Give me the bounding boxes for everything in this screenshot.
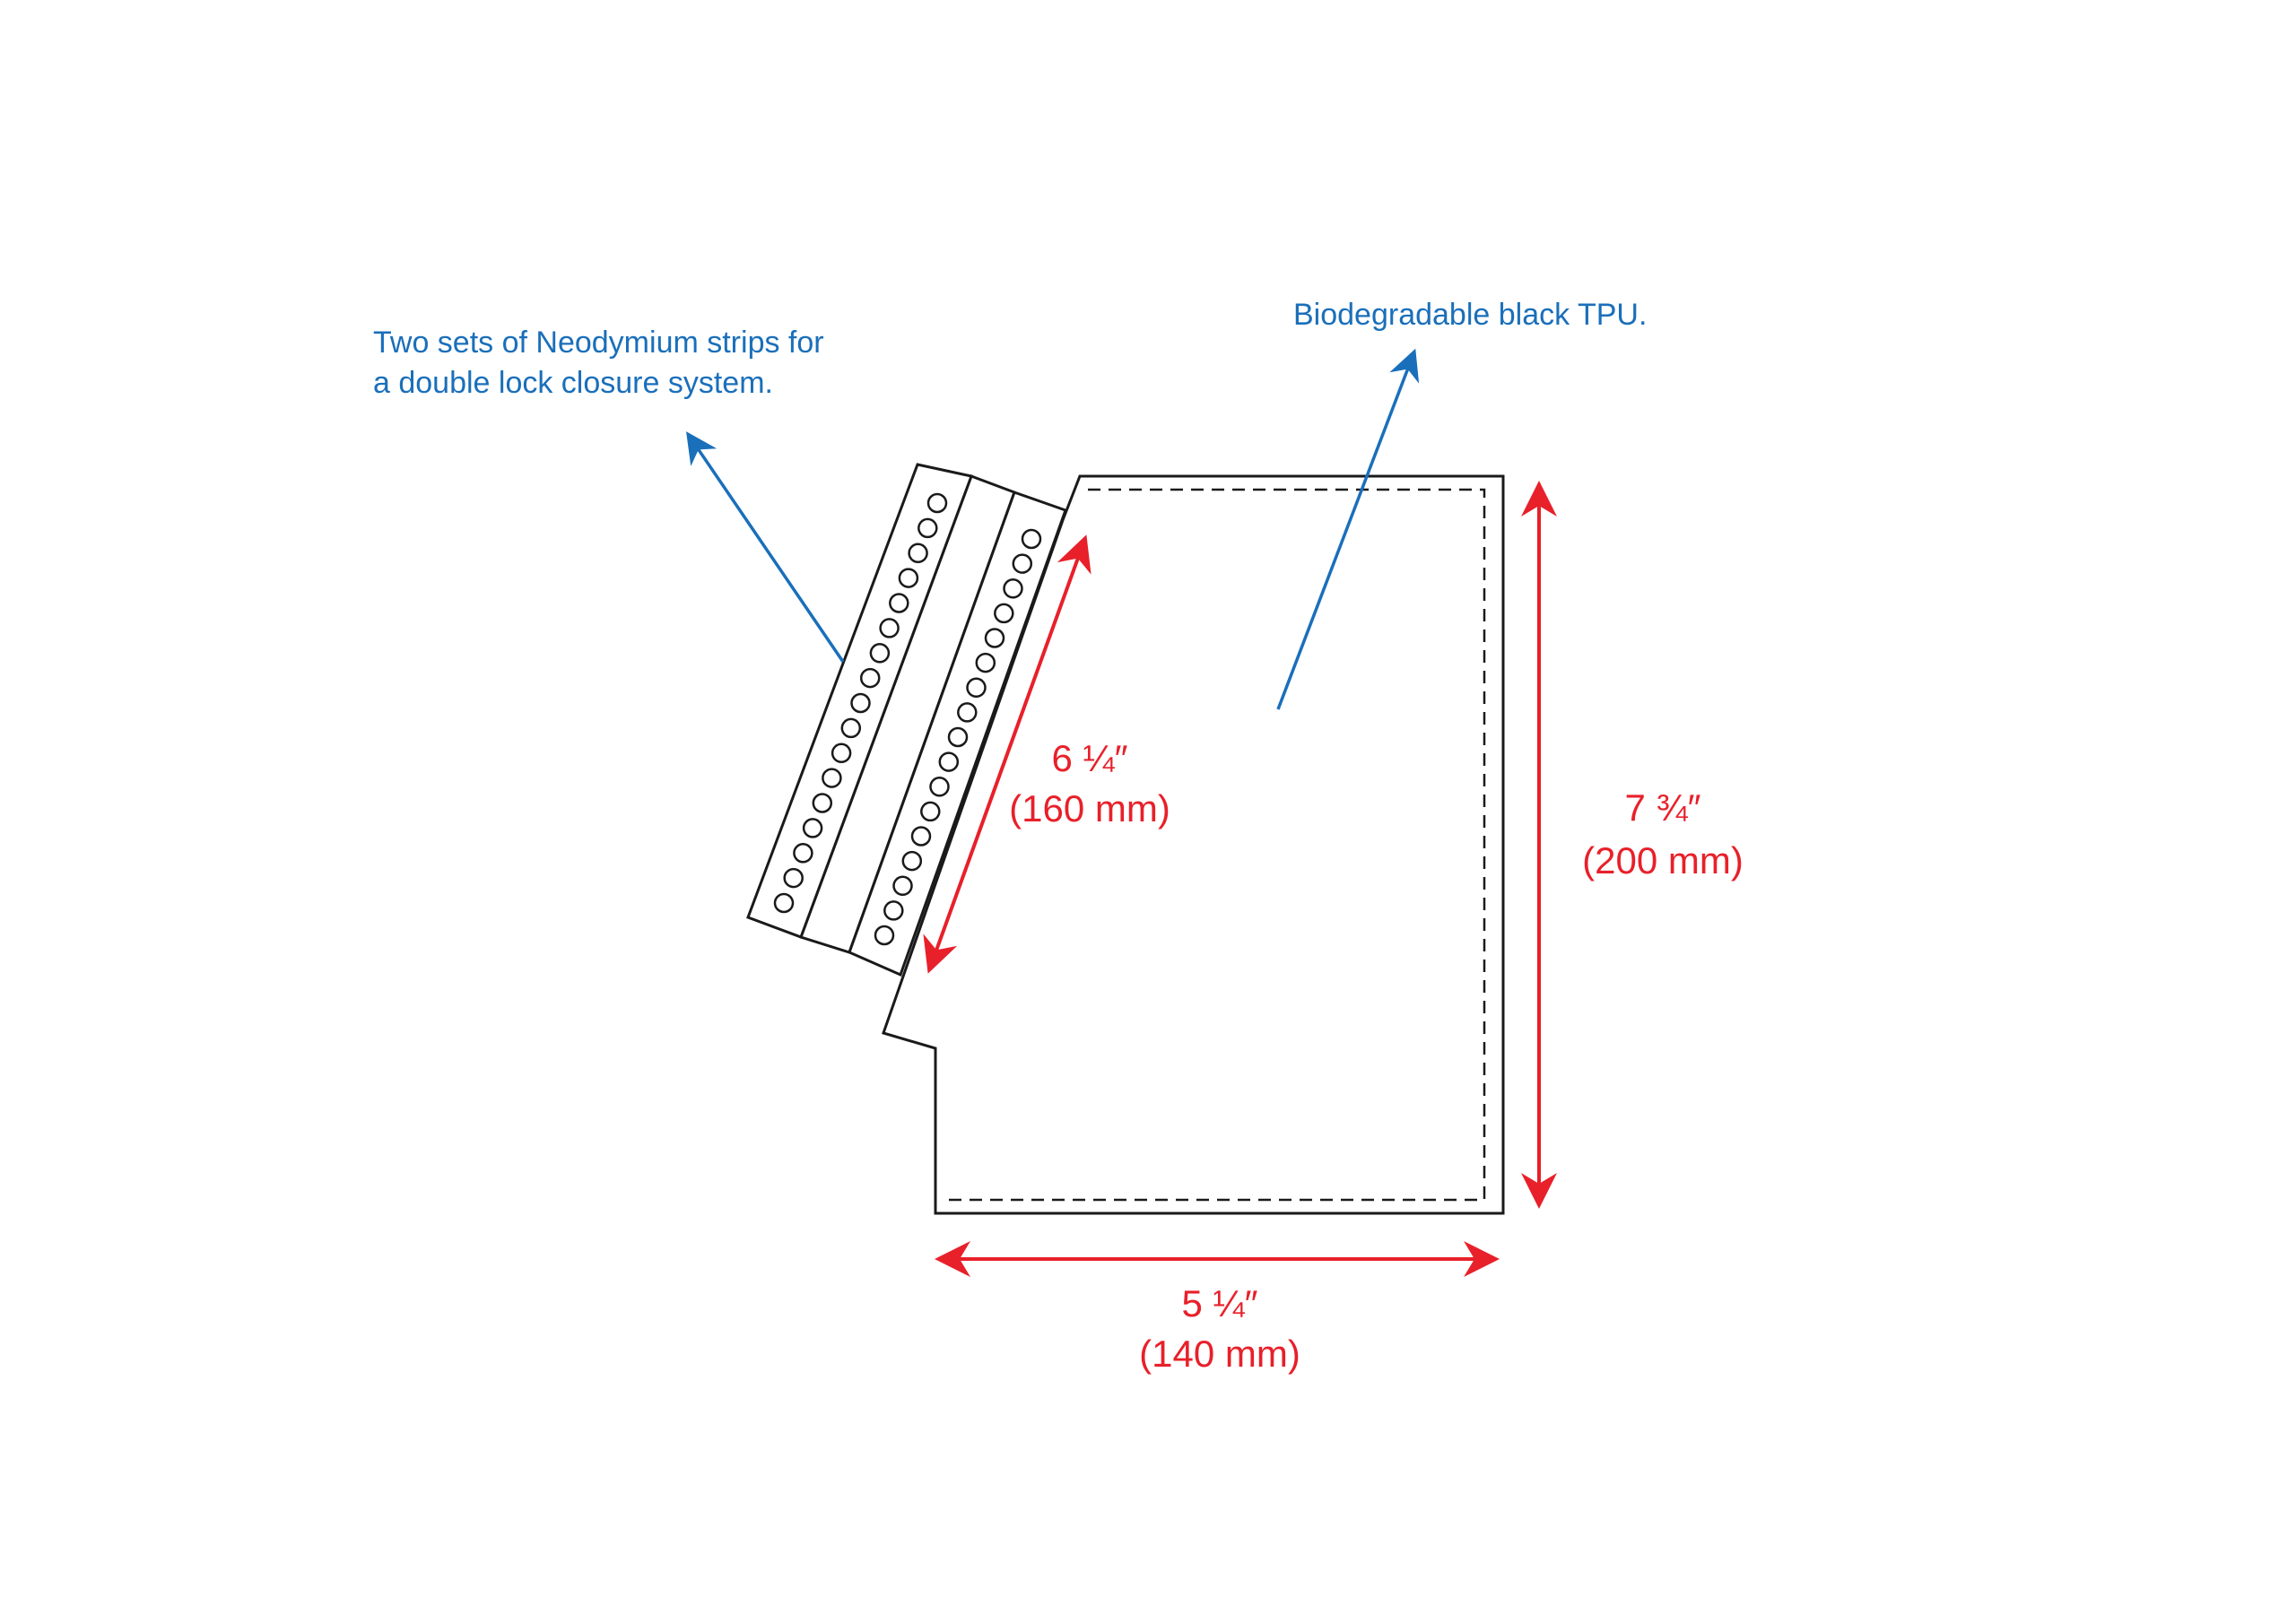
diagonal-dimension-arrow	[923, 534, 1091, 974]
magnet-dot	[984, 628, 1005, 648]
magnet-dot	[869, 643, 891, 664]
magnet-dot	[938, 751, 960, 772]
width-dimension-metric: (140 mm)	[1139, 1333, 1300, 1375]
magnet-dot	[957, 702, 978, 723]
magnet-dot	[975, 652, 996, 673]
magnet-dot	[889, 593, 909, 613]
magnet-dot	[793, 843, 813, 864]
diagonal-dimension-metric: (160 mm)	[1009, 787, 1170, 829]
magnet-dot	[994, 603, 1014, 624]
magnets-annotation-line2: a double lock closure system.	[373, 366, 773, 400]
magnet-dot	[879, 618, 900, 638]
magnet-dot	[783, 867, 804, 889]
width-dimension-imperial: 5 ¼″	[1182, 1282, 1258, 1324]
magnet-dot	[892, 875, 913, 897]
material-annotation: Biodegradable black TPU.	[1293, 298, 1647, 332]
magnet-strip-outer	[746, 463, 974, 939]
magnet-dot	[910, 826, 932, 847]
magnets-leader-arrow	[686, 431, 845, 663]
magnet-dot	[822, 768, 842, 788]
magnet-dot	[859, 667, 881, 689]
magnet-dot	[1012, 553, 1033, 574]
magnets-annotation-line1: Two sets of Neodymium strips for	[373, 326, 824, 360]
material-leader-arrow	[1276, 348, 1420, 710]
magnet-dot	[926, 492, 948, 514]
diagonal-dimension-imperial: 6 ¼″	[1052, 737, 1128, 779]
magnet-dot	[918, 517, 938, 539]
magnet-dot	[1021, 528, 1042, 550]
magnet-dot	[901, 850, 923, 872]
magnet-dot	[831, 743, 852, 764]
magnet-dot	[908, 543, 928, 564]
magnet-dot	[898, 568, 919, 588]
pouch-seam-dashed	[949, 488, 1486, 1202]
magnet-dot	[966, 677, 987, 699]
magnet-dot	[883, 900, 904, 921]
height-dimension-imperial: 7 ¾″	[1625, 786, 1701, 829]
magnet-dot	[840, 717, 862, 739]
magnet-dot	[1003, 578, 1023, 599]
magnet-dot	[874, 925, 895, 946]
magnet-dot	[929, 777, 950, 797]
magnet-dot	[812, 793, 833, 813]
height-dimension-metric: (200 mm)	[1582, 839, 1744, 881]
magnet-dot	[802, 818, 823, 838]
magnet-dot	[920, 801, 941, 822]
magnet-dot	[773, 892, 795, 914]
magnet-dot	[850, 692, 871, 714]
magnet-dot	[947, 726, 969, 748]
